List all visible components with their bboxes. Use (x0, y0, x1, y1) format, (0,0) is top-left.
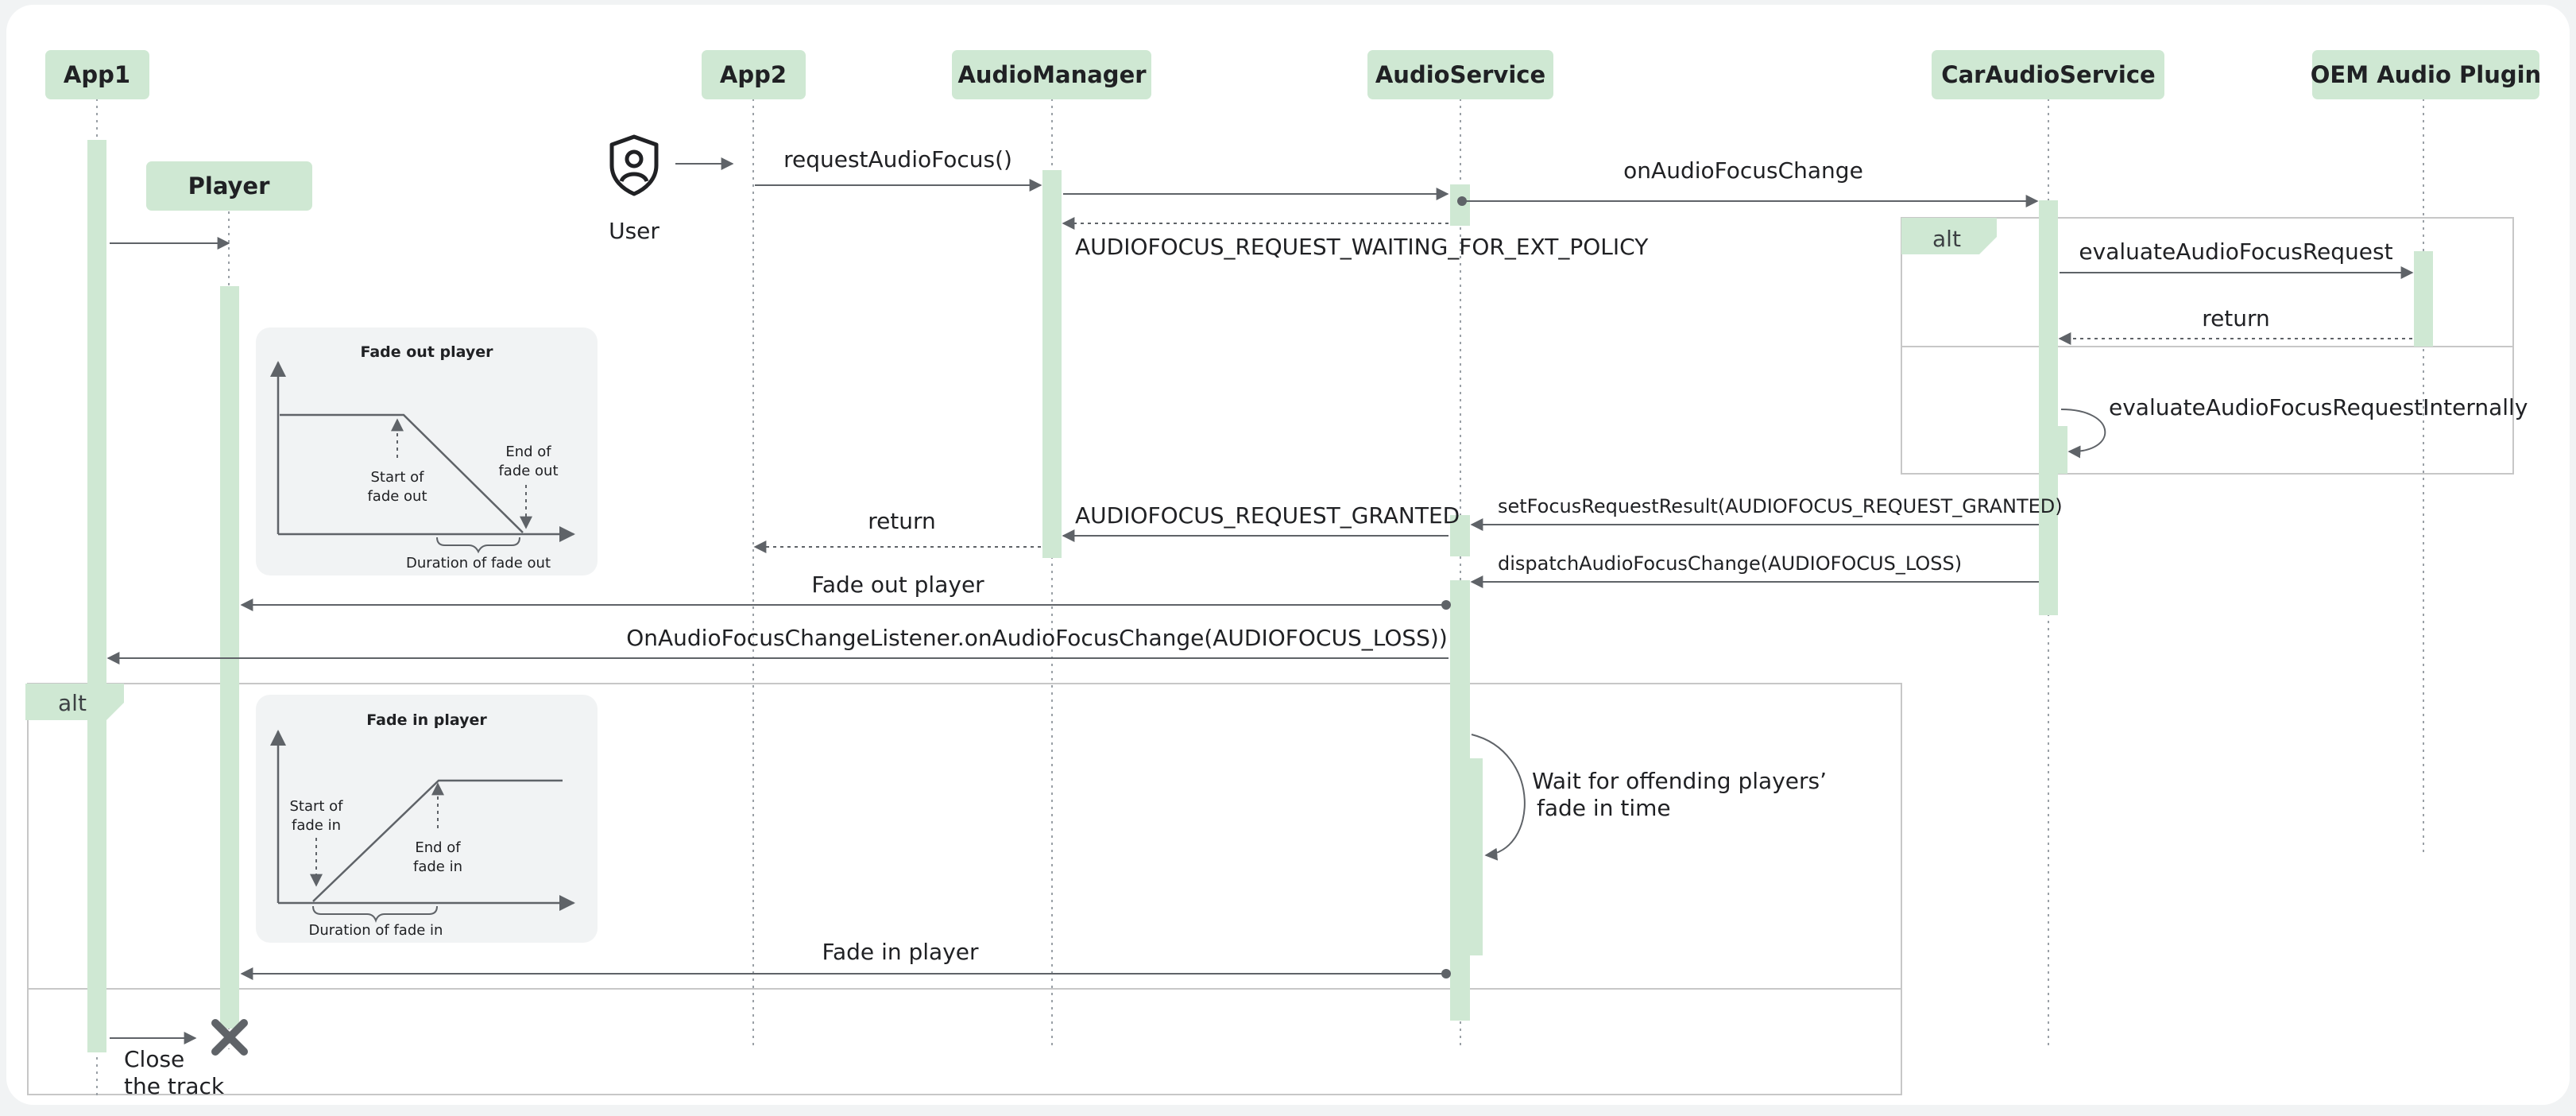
msg-fade-in-player: Fade in player (822, 939, 979, 965)
msg-request-audio-focus: requestAudioFocus() (783, 146, 1012, 172)
fade-out-panel: Fade out player Start of fade out End of… (256, 327, 598, 575)
actor-car-audio-service: CarAudioService (1932, 50, 2164, 99)
actor-label-player: Player (188, 172, 270, 200)
user-label: User (609, 218, 659, 244)
activation-audio-manager (1042, 170, 1062, 558)
actor-app2: App2 (702, 50, 806, 99)
actor-label-app2: App2 (720, 61, 787, 88)
fade-in-title: Fade in player (366, 711, 487, 729)
shield-user-icon (609, 134, 659, 196)
fade-in-curve (312, 779, 563, 902)
activations (87, 140, 2433, 1052)
close-x-icon (211, 1019, 248, 1056)
activation-audio-service-2 (1450, 515, 1470, 556)
msg-dispatch-focus-change: dispatchAudioFocusChange(AUDIOFOCUS_LOSS… (1498, 552, 1962, 575)
msg-request-granted: AUDIOFOCUS_REQUEST_GRANTED (1075, 502, 1460, 529)
msg-evaluate-request: evaluateAudioFocusRequest (2079, 238, 2392, 265)
fade-out-start-line2: fade out (367, 488, 427, 505)
fade-out-start-line1: Start of (370, 469, 424, 486)
fade-out-curve (280, 413, 524, 533)
alt-frame-top: alt (1901, 217, 2514, 475)
activation-car-audio-service (2039, 200, 2058, 615)
activation-audio-service-nested (1460, 758, 1483, 955)
alt-label-bottom: alt (58, 690, 87, 716)
msg-fade-out-player: Fade out player (811, 572, 984, 598)
actor-label-app1: App1 (64, 61, 130, 88)
alt-label-top: alt (1932, 226, 1961, 252)
msg-evaluate-internally: evaluateAudioFocusRequestInternally (2109, 394, 2528, 420)
fade-out-end-line1: End of (505, 444, 551, 460)
msg-set-focus-result: setFocusRequestResult(AUDIOFOCUS_REQUEST… (1498, 495, 2063, 517)
msg-on-audio-focus-change: onAudioFocusChange (1623, 157, 1863, 184)
actor-audio-service: AudioService (1367, 50, 1553, 99)
actor-player: Player (146, 161, 312, 211)
arrow-evaluate-internally (2060, 409, 2106, 459)
fade-in-duration: Duration of fade in (309, 922, 443, 939)
activation-app1 (87, 140, 106, 1052)
msg-wait-line2: fade in time (1537, 795, 1671, 821)
arrow-wait-fade-in (1471, 734, 1526, 861)
msg-waiting-for-ext-policy: AUDIOFOCUS_REQUEST_WAITING_FOR_EXT_POLIC… (1075, 234, 1649, 260)
fade-out-title: Fade out player (360, 343, 493, 361)
actor-audio-manager: AudioManager (952, 50, 1151, 99)
actor-oem-plugin: OEM Audio Plugin (2311, 50, 2541, 99)
fade-in-start-line1: Start of (289, 798, 343, 815)
fade-in-start-line2: fade in (292, 817, 341, 834)
actor-label-car-audio-service: CarAudioService (1941, 61, 2155, 88)
msg-wait-line1: Wait for offending players’ (1532, 768, 1827, 794)
msg-close-line2: the track (124, 1073, 225, 1099)
fade-in-panel: Fade in player Start of fade in End of f… (256, 695, 598, 943)
fade-out-duration: Duration of fade out (406, 555, 551, 572)
fade-out-end-line2: fade out (498, 463, 558, 479)
msg-listener-focus-change: OnAudioFocusChangeListener.onAudioFocusC… (626, 625, 1448, 651)
actor-app1: App1 (45, 50, 149, 99)
activation-oem-plugin (2414, 251, 2433, 347)
fade-in-end-line1: End of (415, 839, 461, 856)
msg-return-app2: return (868, 508, 936, 534)
fade-in-end-line2: fade in (413, 858, 462, 875)
diagram-card (6, 5, 2570, 1105)
actor-label-audio-manager: AudioManager (957, 61, 1147, 88)
msg-return-plugin: return (2202, 305, 2270, 331)
activation-car-audio-service-nested (2048, 426, 2067, 474)
msg-close-line1: Close (124, 1046, 184, 1072)
actor-label-oem-plugin: OEM Audio Plugin (2311, 61, 2541, 88)
actor-label-audio-service: AudioService (1375, 61, 1545, 88)
